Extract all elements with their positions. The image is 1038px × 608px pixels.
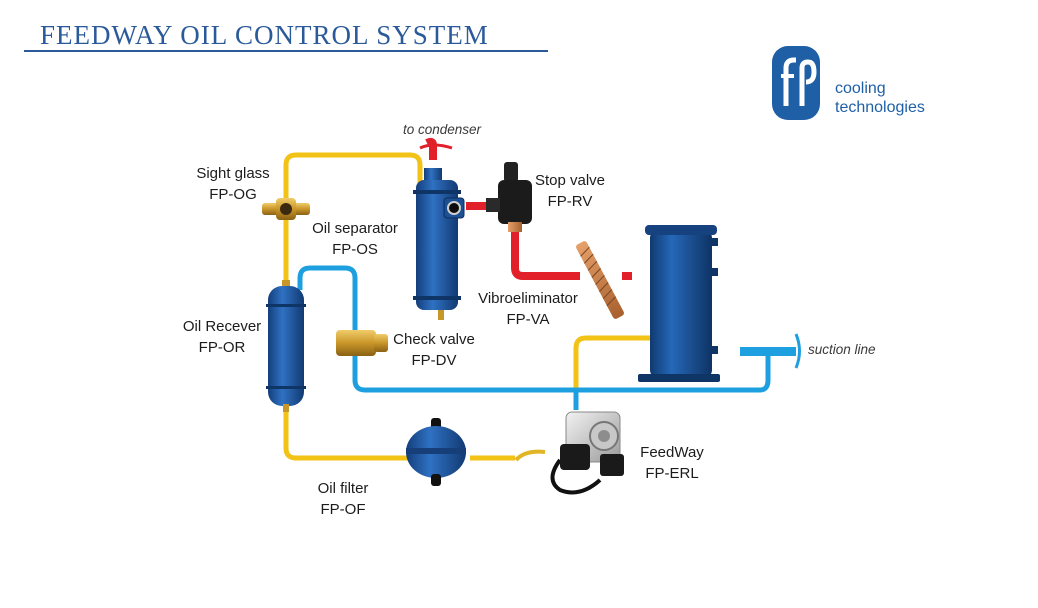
vibroeliminator-name: Vibroeliminator [478, 290, 578, 307]
oil-receiver-name: Oil Recever [182, 318, 262, 335]
compressor [638, 225, 720, 382]
logo-line-2: technologies [835, 99, 925, 116]
logo-line-1: cooling [835, 80, 886, 97]
stop-valve-name: Stop valve [534, 172, 606, 189]
vibroeliminator-label: Vibroeliminator FP-VA [478, 288, 578, 330]
oil-filter-label: Oil filter FP-OF [306, 478, 380, 520]
oil-filter-name: Oil filter [317, 480, 369, 497]
oil-separator-name: Oil separator [312, 220, 398, 237]
fp-logo-icon [772, 46, 820, 120]
stop-valve-code: FP-RV [547, 193, 593, 210]
suction-line-label: suction line [808, 342, 876, 357]
pipe-receiver-to-filter [283, 405, 410, 461]
pipe-feedway-to-compressor [573, 335, 650, 405]
pipe-receiver-return [297, 265, 771, 393]
suction-line-pipe [740, 333, 801, 369]
title-underline [24, 50, 548, 52]
feedway-name: FeedWay [640, 444, 704, 461]
oil-receiver-code: FP-OR [198, 339, 246, 356]
return-pipes-blue [297, 265, 771, 410]
pipe-sight-to-separator [283, 152, 423, 200]
sight-glass-code: FP-OG [209, 186, 257, 203]
oil-filter-code: FP-OF [320, 501, 366, 518]
oil-separator [413, 168, 465, 320]
oil-filter [406, 418, 466, 486]
page-title: FEEDWAY OIL CONTROL SYSTEM [40, 20, 489, 50]
to-condenser-label: to condenser [403, 122, 482, 137]
feedway-label: FeedWay FP-ERL [636, 442, 708, 484]
oil-separator-code: FP-OS [332, 241, 378, 258]
stop-valve-label: Stop valve FP-RV [530, 170, 610, 212]
oil-separator-label: Oil separator FP-OS [308, 218, 402, 260]
sight-glass [262, 198, 310, 220]
stop-valve [486, 162, 532, 232]
feedway-code: FP-ERL [645, 465, 699, 482]
vibroeliminator [576, 241, 624, 319]
sight-glass-name: Sight glass [196, 165, 270, 182]
vibroeliminator-code: FP-VA [506, 311, 550, 328]
oil-receiver-label: Oil Recever FP-OR [180, 316, 264, 358]
oil-receiver [266, 280, 306, 412]
logo-wordmark: cooling technologies [835, 79, 925, 117]
check-valve-code: FP-DV [411, 352, 457, 369]
sight-glass-label: Sight glass FP-OG [193, 163, 273, 205]
check-valve [336, 330, 388, 356]
to-condenser-arc [419, 143, 453, 150]
oil-pipes-yellow [283, 152, 650, 461]
check-valve-label: Check valve FP-DV [392, 329, 476, 371]
feedway-regulator [514, 411, 624, 495]
check-valve-name: Check valve [393, 331, 475, 348]
